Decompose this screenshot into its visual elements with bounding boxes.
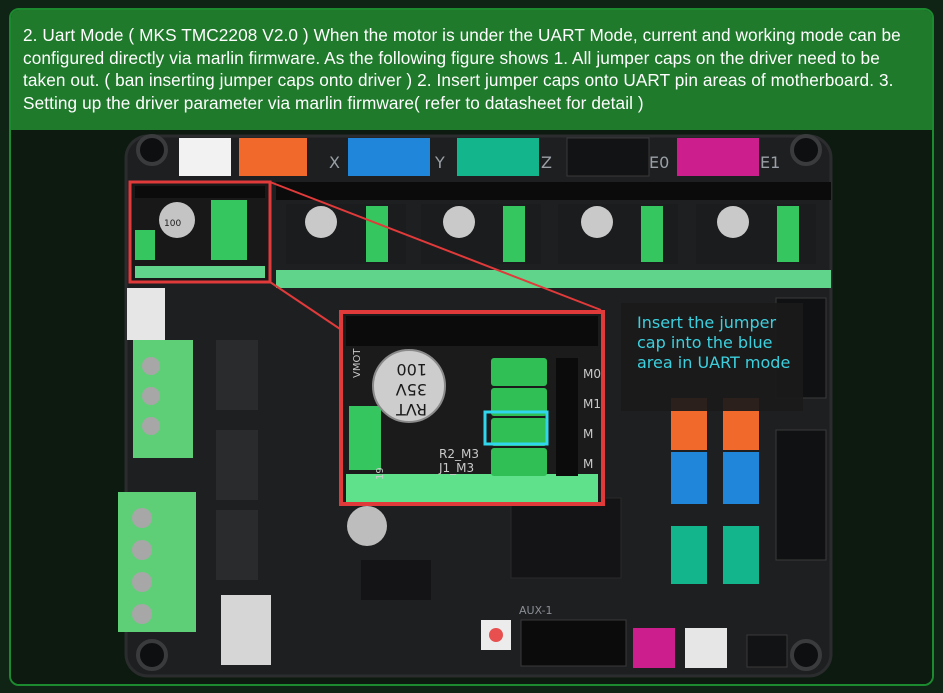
vmot-label: VMOT	[352, 348, 363, 378]
axis-label-e0: E0	[649, 153, 669, 172]
cap-rvt-label: RVT	[396, 400, 427, 419]
pin-m3-label: M	[583, 457, 593, 471]
small-cap-label: 100	[164, 219, 181, 229]
board-photo: X Y Z E0 E1	[11, 130, 932, 684]
uart-highlight	[483, 410, 549, 446]
aux-label: AUX-1	[519, 604, 553, 617]
e0-connector	[566, 137, 650, 177]
content-panel: 2. Uart Mode ( MKS TMC2208 V2.0 ) When t…	[9, 8, 934, 686]
axis-label-y: Y	[434, 153, 445, 172]
pin-m1-label: M1	[583, 397, 601, 411]
power-terminal-top	[133, 340, 193, 458]
driver-rows	[276, 182, 831, 288]
power-terminal-bottom	[118, 492, 196, 632]
callout-box: Insert the jumper cap into the blue area…	[621, 303, 803, 411]
pin-19-label: 19	[375, 467, 386, 480]
cap-100-label: 100	[396, 360, 427, 379]
small-zoom-box: 100	[128, 180, 272, 284]
x-connector	[239, 138, 307, 176]
axis-label-x: X	[329, 153, 340, 172]
r2-label: R2_M3	[439, 447, 479, 461]
y-connector	[348, 138, 430, 176]
pin-m0-label: M0	[583, 367, 601, 381]
cap-35v-label: 35V	[396, 380, 427, 399]
callout-text: Insert the jumper cap into the blue area…	[637, 313, 791, 372]
header-text: 2. Uart Mode ( MKS TMC2208 V2.0 ) When t…	[23, 25, 901, 113]
header-banner: 2. Uart Mode ( MKS TMC2208 V2.0 ) When t…	[11, 10, 932, 130]
usb-port	[221, 595, 271, 665]
white-connector	[179, 138, 231, 176]
z-connector	[457, 138, 539, 176]
large-zoom-box: RVT 35V 100 VMOT 19 R2_M3 J1_M3 M0 M1 M …	[339, 310, 605, 506]
j1-label: J1_M3	[438, 461, 474, 475]
axis-label-e1: E1	[760, 153, 780, 172]
axis-label-z: Z	[541, 153, 552, 172]
pin-m2-label: M	[583, 427, 593, 441]
e1-connector	[677, 138, 759, 176]
